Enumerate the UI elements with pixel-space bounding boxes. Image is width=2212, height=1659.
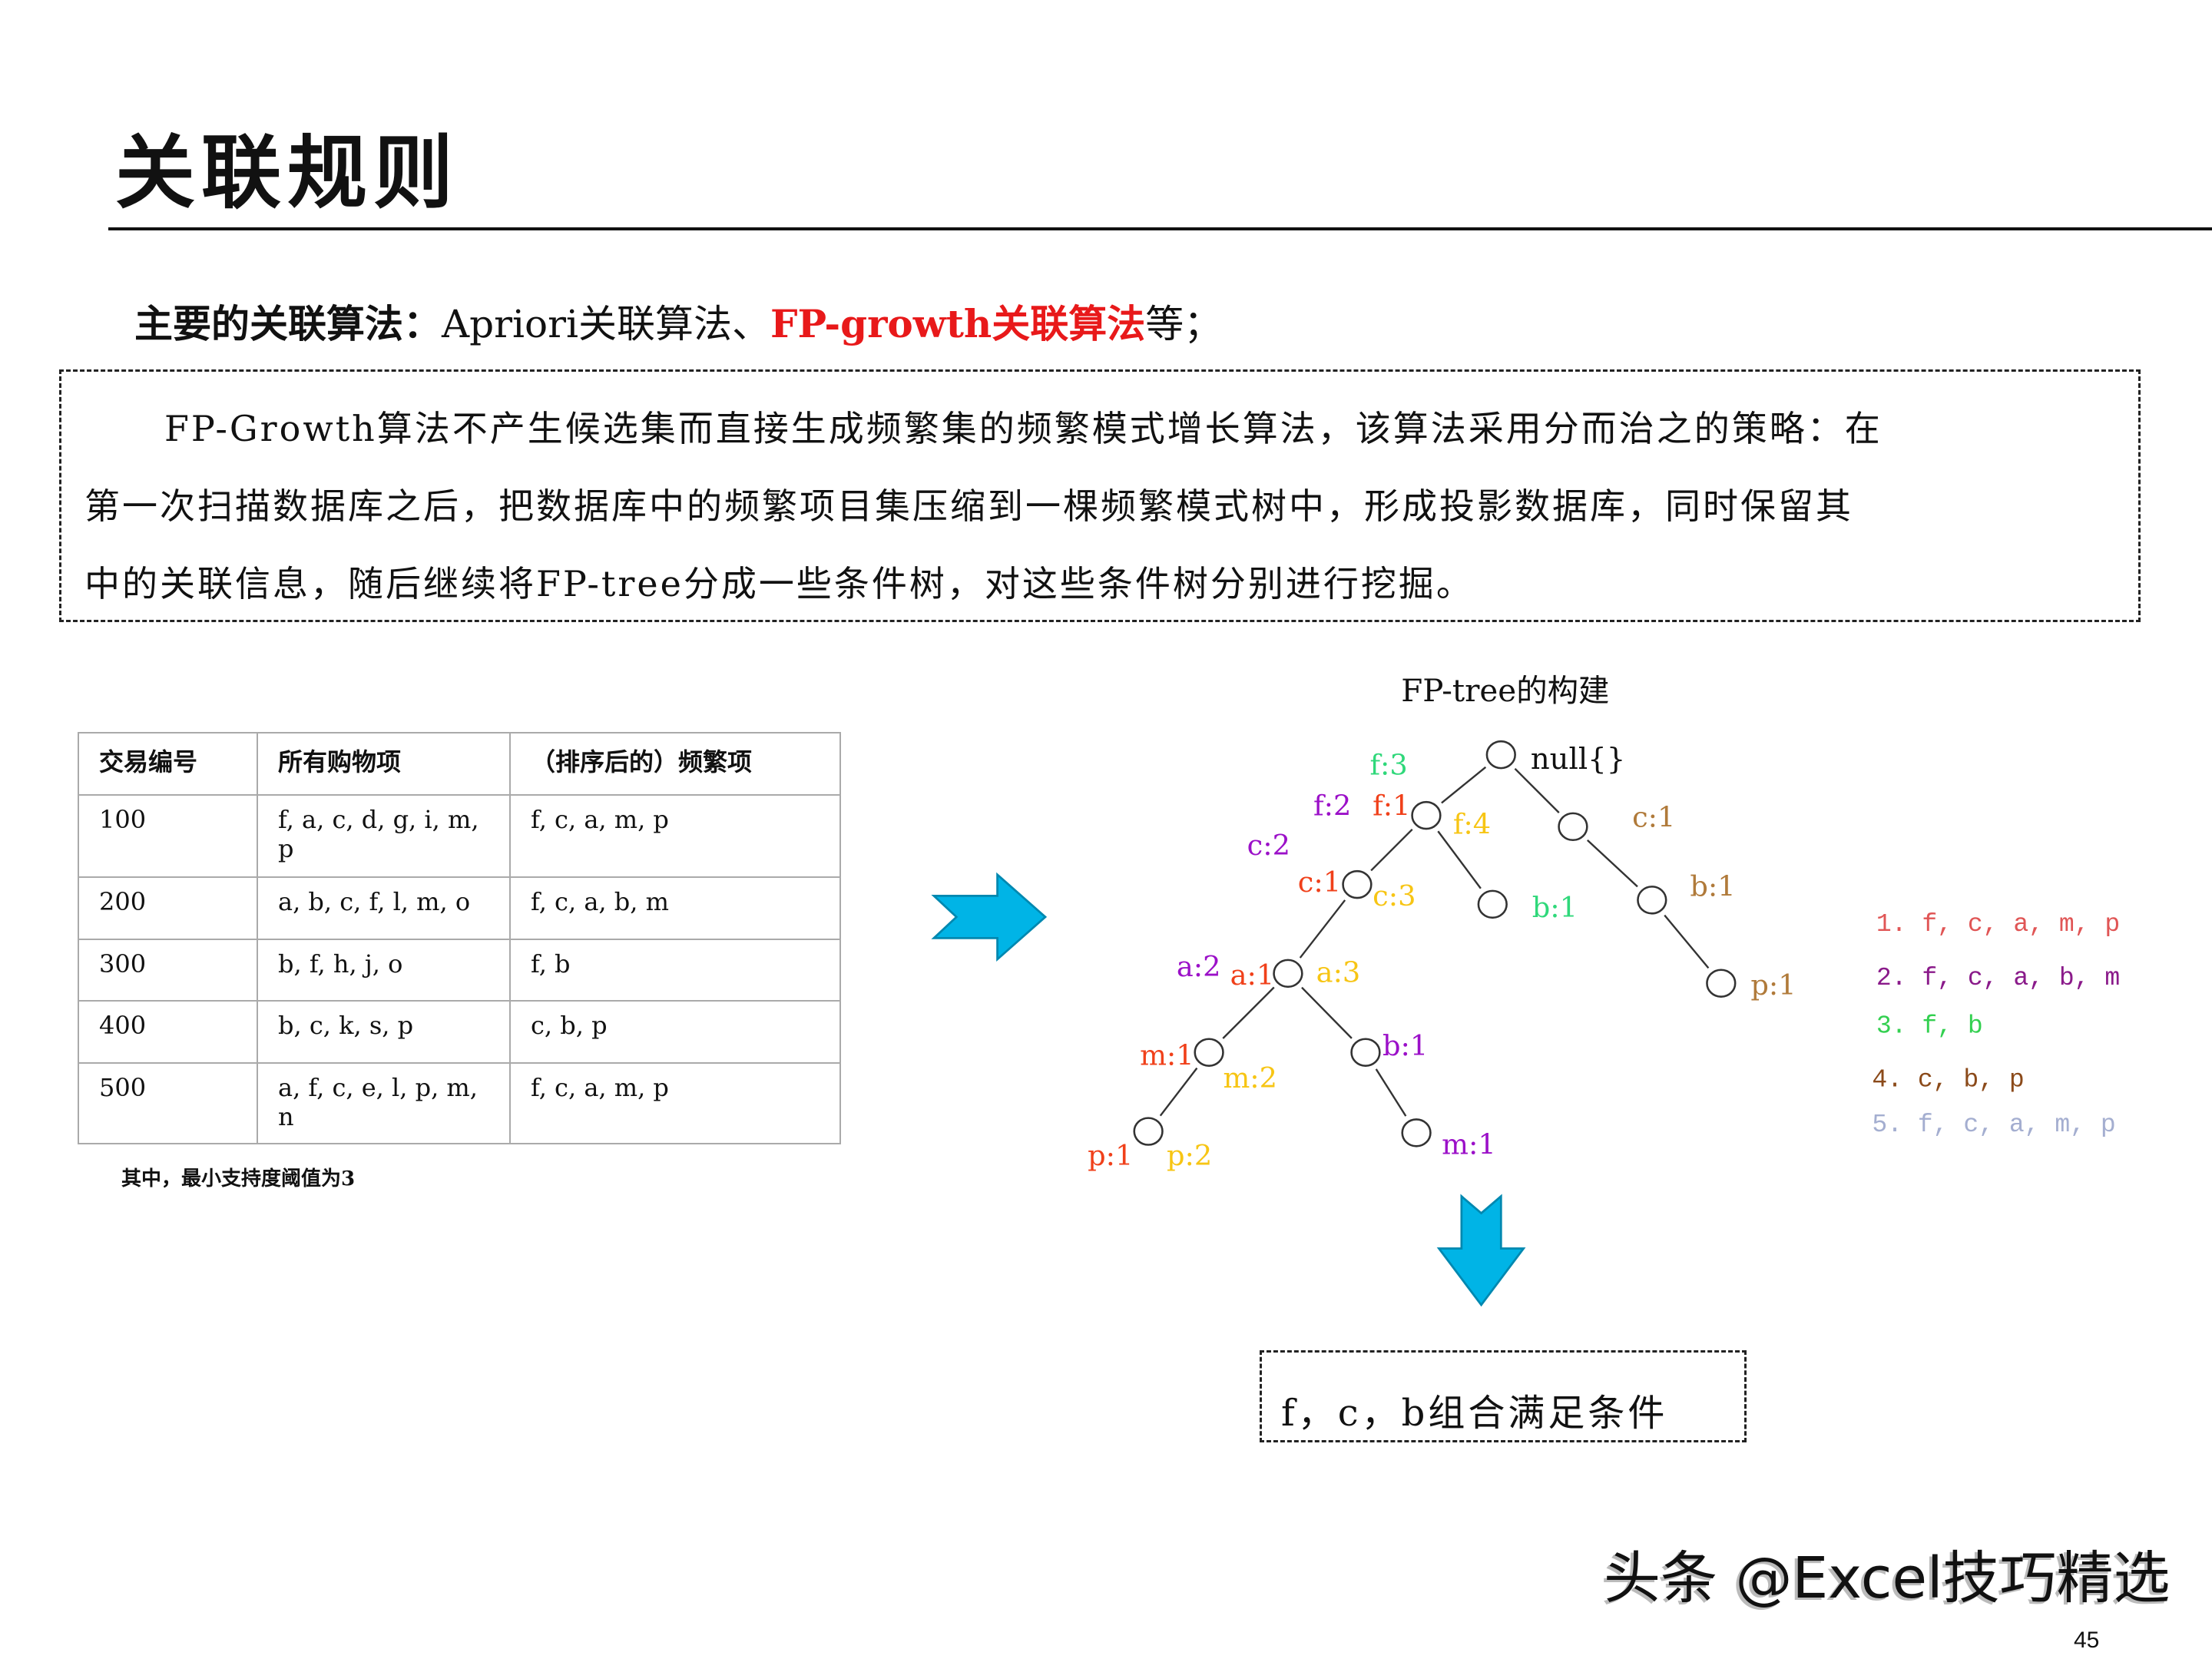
tree-edges bbox=[1159, 766, 1710, 1117]
right-arrow-icon bbox=[931, 872, 1048, 962]
node-count-label: m:2 bbox=[1223, 1061, 1277, 1094]
node-count-label: c:2 bbox=[1247, 829, 1290, 862]
node-count-label: f:1 bbox=[1373, 790, 1410, 823]
table-cell: 500 bbox=[78, 1062, 258, 1144]
tree-edge bbox=[1664, 914, 1710, 969]
intro-line: 第一次扫描数据库之后，把数据库中的频繁项目集压缩到一棵频繁模式树中，形成投影数据… bbox=[84, 485, 1853, 527]
page-title: 关联规则 bbox=[115, 125, 460, 220]
table-cell: f, c, a, m, p bbox=[509, 1062, 841, 1144]
tree-edge bbox=[1375, 1068, 1407, 1117]
table-row: 500 a, f, c, e, l, p, m, n f, c, a, m, p bbox=[78, 1062, 841, 1144]
subtitle-apriori: Apriori关联算法、 bbox=[442, 302, 771, 346]
tree-node bbox=[1485, 740, 1516, 770]
tree-node bbox=[1706, 969, 1737, 998]
table-row: 400 b, c, k, s, p c, b, p bbox=[78, 1000, 841, 1064]
tree-edge bbox=[1370, 828, 1413, 872]
node-count-label: a:3 bbox=[1316, 955, 1361, 988]
result-text: f，c，b组合满足条件 bbox=[1281, 1392, 1668, 1435]
title-divider bbox=[108, 227, 2212, 230]
tree-node bbox=[1350, 1038, 1381, 1067]
node-count-label: p:1 bbox=[1088, 1139, 1133, 1172]
tree-node bbox=[1133, 1117, 1164, 1146]
transactions-list: 1. f, c, a, m, p 2. f, c, a, b, m 3. f, b 4… bbox=[1872, 909, 2120, 1139]
tree-edge bbox=[1301, 986, 1353, 1039]
table-cell: 100 bbox=[78, 794, 258, 878]
table-cell: 200 bbox=[78, 876, 258, 940]
page-number: 45 bbox=[2074, 1628, 2100, 1653]
intro-line: 中的关联信息，随后继续将FP-tree分成一些条件树，对这些条件树分别进行挖掘。 bbox=[84, 563, 1474, 604]
tree-node bbox=[1558, 812, 1588, 842]
node-count-label: a:1 bbox=[1230, 959, 1275, 992]
transaction-list-item: 3. f, b bbox=[1876, 1011, 1983, 1040]
tree-edge bbox=[1299, 899, 1346, 959]
min-support-note: 其中，最小支持度阈值为3 bbox=[121, 1167, 356, 1190]
tree-edge bbox=[1441, 766, 1487, 804]
node-count-label: b:1 bbox=[1382, 1029, 1428, 1062]
table-cell: f, a, c, d, g, i, m, p bbox=[257, 794, 511, 878]
watermark: 头条 @Excel技巧精选 bbox=[1604, 1545, 2171, 1611]
tree-node bbox=[1273, 959, 1303, 988]
tree-nodes bbox=[1133, 740, 1737, 1147]
down-arrow-icon bbox=[1436, 1194, 1526, 1307]
transaction-list-item: 5. f, c, a, m, p bbox=[1872, 1110, 2115, 1139]
subtitle-suffix: 等； bbox=[1145, 302, 1223, 346]
subtitle-label: 主要的关联算法： bbox=[134, 301, 442, 346]
tree-node bbox=[1477, 889, 1508, 919]
tree-edge bbox=[1586, 839, 1638, 888]
tree-node bbox=[1194, 1038, 1224, 1067]
table-row: 100 f, a, c, d, g, i, m, p f, c, a, m, p bbox=[78, 794, 841, 878]
transaction-list-item: 2. f, c, a, b, m bbox=[1876, 963, 2120, 992]
node-count-label: m:1 bbox=[1140, 1039, 1194, 1072]
table-cell: a, b, c, f, l, m, o bbox=[257, 876, 511, 940]
node-count-label: c:1 bbox=[1632, 800, 1675, 833]
node-count-label: f:3 bbox=[1369, 748, 1407, 781]
tree-title: FP-tree的构建 bbox=[1401, 672, 1609, 709]
tree-node bbox=[1401, 1118, 1432, 1147]
node-count-label: b:1 bbox=[1690, 869, 1735, 902]
table-cell: f, b bbox=[509, 939, 841, 1002]
tree-edge bbox=[1437, 830, 1482, 889]
tree-node bbox=[1637, 886, 1667, 915]
table-row: 300 b, f, h, j, o f, b bbox=[78, 939, 841, 1002]
table-cell: c, b, p bbox=[509, 1000, 841, 1064]
intro-line: FP-Growth算法不产生候选集而直接生成频繁集的频繁模式增长算法，该算法采用… bbox=[164, 408, 1883, 449]
table-cell: f, c, a, b, m bbox=[509, 876, 841, 940]
transactions-table: 交易编号 所有购物项 （排序后的）频繁项 100 f, a, c, d, g, … bbox=[78, 732, 841, 1144]
node-count-label: f:2 bbox=[1313, 790, 1351, 823]
tree-node bbox=[1411, 800, 1442, 830]
node-count-label: m:1 bbox=[1442, 1128, 1496, 1161]
table-header: 所有购物项 bbox=[257, 732, 511, 796]
root-label: null{} bbox=[1531, 742, 1625, 777]
table-cell: b, c, k, s, p bbox=[257, 1000, 511, 1064]
table-cell: b, f, h, j, o bbox=[257, 939, 511, 1002]
table-row: 200 a, b, c, f, l, m, o f, c, a, b, m bbox=[78, 876, 841, 940]
table-header-row: 交易编号 所有购物项 （排序后的）频繁项 bbox=[78, 732, 841, 796]
table-cell: f, c, a, m, p bbox=[509, 794, 841, 878]
table-cell: a, f, c, e, l, p, m, n bbox=[257, 1062, 511, 1144]
table-cell: 300 bbox=[78, 939, 258, 1002]
node-count-label: p:1 bbox=[1750, 969, 1796, 1002]
node-count-label: f:4 bbox=[1453, 808, 1491, 841]
tree-node bbox=[1342, 869, 1373, 899]
node-count-label: p:2 bbox=[1167, 1139, 1212, 1172]
tree-edge bbox=[1159, 1067, 1198, 1117]
algorithms-subtitle: 主要的关联算法：Apriori关联算法、FP-growth关联算法等； bbox=[134, 293, 1222, 349]
node-count-label: c:3 bbox=[1373, 879, 1416, 912]
transaction-list-item: 1. f, c, a, m, p bbox=[1876, 909, 2120, 939]
node-count-label: b:1 bbox=[1532, 891, 1578, 924]
transaction-list-item: 4. c, b, p bbox=[1872, 1065, 2024, 1094]
node-count-label: c:1 bbox=[1298, 866, 1341, 899]
tree-edge bbox=[1514, 767, 1560, 813]
result-box bbox=[1260, 1350, 1747, 1442]
tree-edge bbox=[1222, 986, 1275, 1039]
table-cell: 400 bbox=[78, 1000, 258, 1064]
table-header: 交易编号 bbox=[78, 732, 258, 796]
table-header: （排序后的）频繁项 bbox=[509, 732, 841, 796]
subtitle-fpgrowth: FP-growth关联算法 bbox=[770, 301, 1146, 346]
intro-box bbox=[59, 369, 2141, 622]
node-count-label: a:2 bbox=[1177, 950, 1221, 983]
